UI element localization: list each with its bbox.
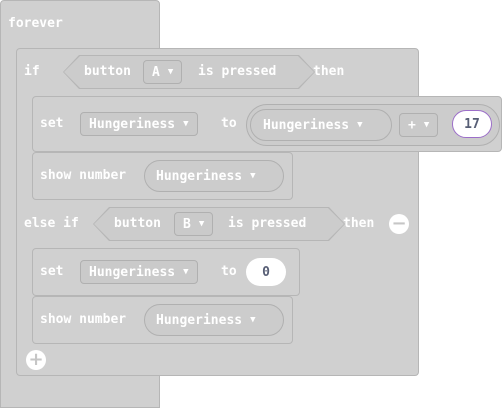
if-button-value: A — [152, 64, 160, 80]
if-keyword: if — [24, 64, 40, 79]
if-then-label: then — [313, 64, 345, 79]
else-if-condition-block[interactable] — [94, 208, 344, 240]
chevron-down-icon: ▼ — [250, 171, 256, 181]
to-label-2: to — [221, 264, 237, 279]
set-label-2: set — [40, 264, 64, 279]
expr-left-var: Hungeriness — [263, 117, 350, 133]
expr-variable-dropdown[interactable]: Hungeriness ▼ — [255, 113, 371, 137]
else-if-pressed-label: is pressed — [228, 216, 307, 231]
else-if-then-label: then — [343, 216, 375, 231]
number-value-0: 0 — [262, 264, 270, 280]
set-variable-dropdown-2[interactable]: Hungeriness ▼ — [80, 260, 198, 284]
else-if-button-label: button — [114, 216, 161, 231]
set-variable-dropdown-1[interactable]: Hungeriness ▼ — [80, 112, 198, 136]
else-if-button-dropdown[interactable]: B ▼ — [174, 212, 214, 236]
chevron-down-icon: ▼ — [198, 219, 205, 229]
number-value-17: 17 — [464, 116, 480, 132]
show-variable-1: Hungeriness — [156, 168, 243, 184]
number-input-17[interactable]: 17 — [452, 110, 492, 138]
show-variable-dropdown-2[interactable]: Hungeriness ▼ — [148, 308, 264, 332]
chevron-down-icon: ▼ — [183, 267, 189, 277]
if-button-label: button — [84, 64, 131, 79]
plus-circle-icon[interactable]: + — [26, 350, 46, 370]
set-variable-2: Hungeriness — [89, 264, 176, 280]
if-button-dropdown[interactable]: A ▼ — [143, 60, 183, 84]
minus-circle-icon[interactable]: − — [389, 214, 409, 234]
show-variable-dropdown-1[interactable]: Hungeriness ▼ — [148, 164, 264, 188]
show-variable-reporter-2[interactable] — [144, 304, 284, 336]
show-number-label-1: show number — [40, 168, 127, 183]
if-pressed-label: is pressed — [198, 64, 277, 79]
operator-dropdown[interactable]: + ▼ — [399, 113, 439, 137]
operator-value: + — [408, 117, 416, 133]
show-variable-2: Hungeriness — [156, 312, 243, 328]
show-number-label-2: show number — [40, 312, 127, 327]
chevron-down-icon: ▼ — [423, 120, 430, 130]
number-input-0[interactable]: 0 — [246, 258, 286, 286]
to-label-1: to — [221, 116, 237, 131]
chevron-down-icon: ▼ — [357, 120, 363, 130]
show-variable-reporter-1[interactable] — [144, 160, 284, 192]
forever-label: forever — [8, 16, 63, 31]
else-if-button-value: B — [183, 216, 191, 232]
set-label-1: set — [40, 116, 64, 131]
set-variable-1: Hungeriness — [89, 116, 176, 132]
if-condition-block[interactable] — [64, 56, 314, 88]
chevron-down-icon: ▼ — [167, 67, 174, 77]
else-if-keyword: else if — [24, 216, 79, 231]
chevron-down-icon: ▼ — [183, 119, 189, 129]
variable-reporter-1[interactable] — [250, 109, 392, 141]
chevron-down-icon: ▼ — [250, 315, 256, 325]
